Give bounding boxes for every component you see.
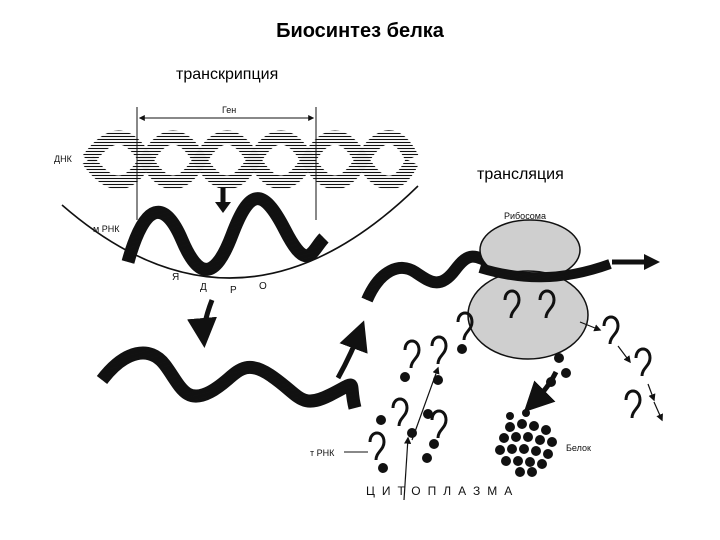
nucleus-letter-3: Р: [230, 285, 237, 296]
cytoplasm-label: ЦИТОПЛАЗМА: [366, 484, 519, 498]
mrna-label: м РНК: [93, 224, 120, 234]
caption-transcription: транскрипция: [176, 66, 279, 83]
protein-globule: [495, 409, 557, 477]
nucleus-letter-2: Д: [200, 282, 207, 293]
nucleus-letter-1: Я: [172, 272, 179, 283]
dna-label: ДНК: [54, 154, 73, 164]
trna-molecules: [368, 289, 652, 461]
dna-double-helix: [82, 130, 419, 190]
caption-translation: трансляция: [477, 166, 564, 183]
page-title: Биосинтез белка: [276, 20, 444, 42]
ribosome-label: Рибосома: [504, 211, 546, 221]
nucleus-membrane: [61, 185, 419, 279]
amino-acids: [376, 344, 571, 473]
ribosome: [467, 219, 612, 360]
trna-label: т РНК: [310, 448, 335, 458]
ribosome-out-arrow: [612, 254, 660, 270]
nucleus-letter-4: О: [259, 281, 267, 292]
gene-label: Ген: [222, 105, 236, 115]
protein-label: Белок: [566, 443, 591, 453]
to-ribosome-arrow: [335, 320, 368, 380]
export-arrow: [187, 299, 217, 348]
to-protein-arrow: [523, 370, 559, 413]
trna-arrows: [403, 321, 663, 501]
transcription-arrow: [215, 188, 231, 213]
